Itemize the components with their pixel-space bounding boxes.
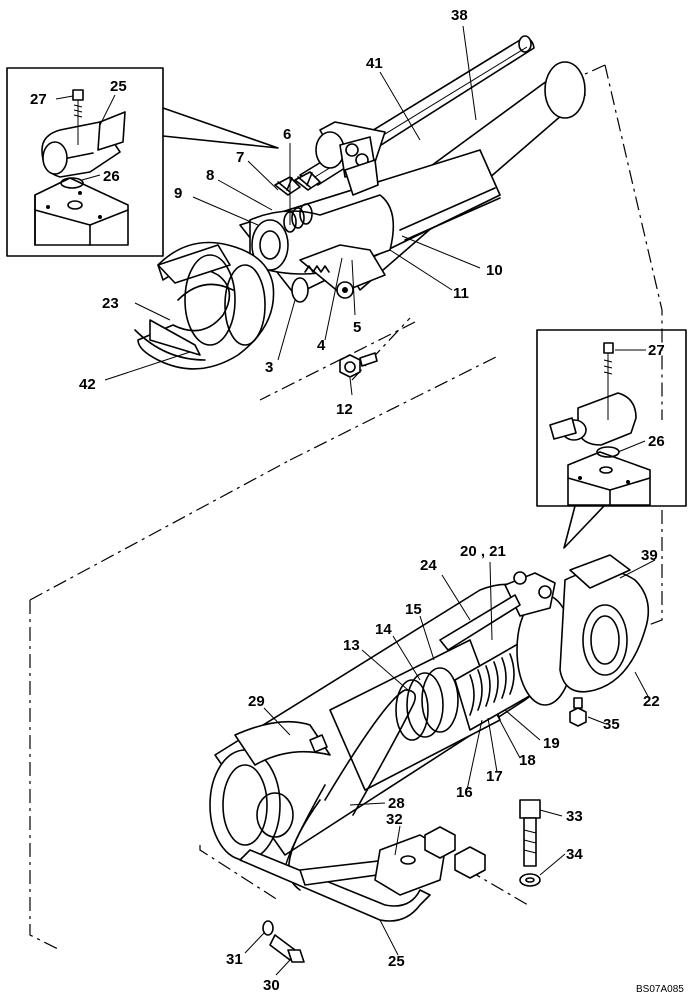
callout-22: 22 [643, 693, 660, 710]
callout-31: 31 [226, 951, 243, 968]
drawing-code: BS07A085 [636, 984, 684, 995]
callout-25-inset-left: 25 [110, 78, 127, 95]
callout-23: 23 [102, 295, 119, 312]
bolt-12 [339, 352, 378, 378]
callout-labels: 38 41 6 7 8 9 10 11 5 4 3 23 42 12 27 25… [30, 7, 665, 994]
callout-4: 4 [317, 337, 326, 354]
callout-8: 8 [206, 167, 214, 184]
callout-42: 42 [79, 376, 96, 393]
callout-38: 38 [451, 7, 468, 24]
callout-26-inset-right: 26 [648, 433, 665, 450]
callout-30: 30 [263, 977, 280, 994]
callout-27-inset-left: 27 [30, 91, 47, 108]
callout-6: 6 [283, 126, 291, 143]
callout-35: 35 [603, 716, 620, 733]
callout-28: 28 [388, 795, 405, 812]
callout-17: 17 [486, 768, 503, 785]
callout-32: 32 [386, 811, 403, 828]
callout-12: 12 [336, 401, 353, 418]
rod-assembly [134, 35, 586, 370]
callout-3: 3 [265, 359, 273, 376]
callout-10: 10 [486, 262, 503, 279]
callout-25-lower: 25 [388, 953, 405, 970]
callout-18: 18 [519, 752, 536, 769]
leader-lines [55, 25, 656, 976]
inset-detail-left [6, 67, 279, 257]
callout-7: 7 [236, 149, 244, 166]
callout-29: 29 [248, 693, 265, 710]
callout-16: 16 [456, 784, 473, 801]
callout-27-inset-right: 27 [648, 342, 665, 359]
inset-detail-right [536, 329, 687, 549]
callout-5: 5 [353, 319, 361, 336]
callout-26-inset-left: 26 [103, 168, 120, 185]
callout-9: 9 [174, 185, 182, 202]
callout-33: 33 [566, 808, 583, 825]
callout-14: 14 [375, 621, 392, 638]
callout-20-21: 20 , 21 [460, 543, 506, 560]
callout-11: 11 [453, 285, 469, 302]
callout-34: 34 [566, 846, 583, 863]
cylinder-assembly [209, 554, 650, 963]
callout-24: 24 [420, 557, 437, 574]
callout-15: 15 [405, 601, 422, 618]
callout-13: 13 [343, 637, 360, 654]
callout-41: 41 [366, 55, 383, 72]
callout-19: 19 [543, 735, 560, 752]
callout-39: 39 [641, 547, 658, 564]
assembly-envelope [29, 64, 663, 951]
